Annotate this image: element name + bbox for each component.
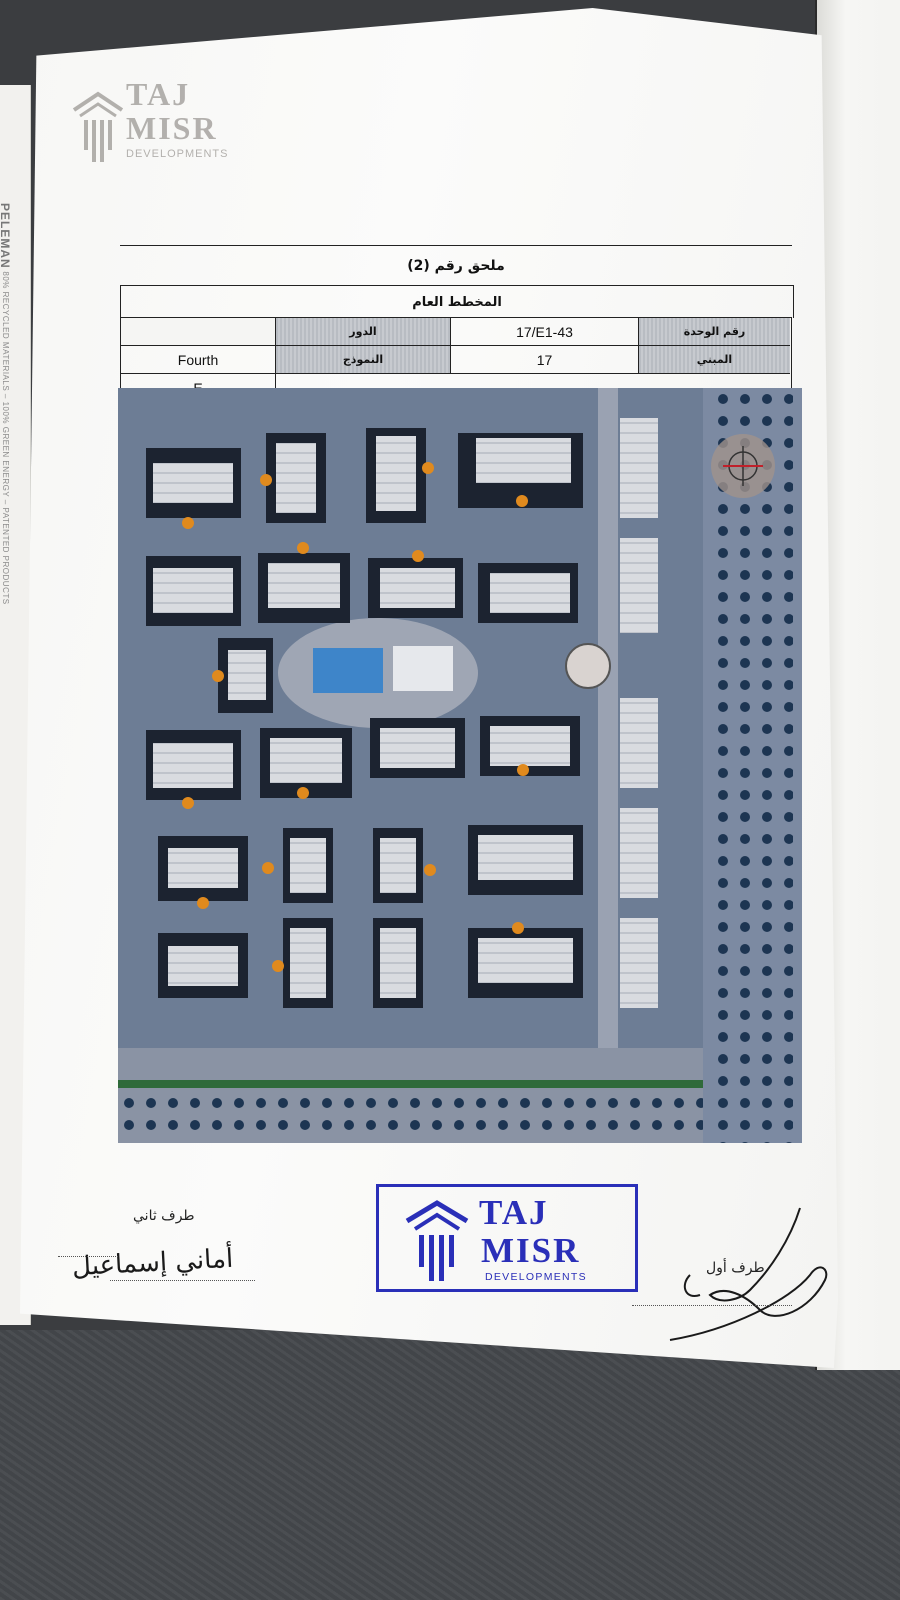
signature-line-second-a: [58, 1256, 118, 1257]
floor-value: Fourth: [121, 346, 276, 374]
spine-print: PELEMAN 80% RECYCLED MATERIALS – 100% GR…: [0, 203, 12, 623]
cell-empty: [121, 318, 276, 346]
brand-word-misr: MISR: [126, 110, 218, 146]
signature-line-second-b: [110, 1280, 255, 1281]
unit-number-value: 17/E1-43: [451, 318, 639, 346]
master-plan-title: المخطط العام: [120, 285, 794, 318]
carpet-background: [0, 1330, 900, 1600]
model-label: النموذج: [276, 346, 451, 374]
stamp-pillar-logo-icon: [405, 1200, 469, 1281]
master-plan-drawing: [118, 388, 802, 1143]
brand-word-developments: DEVELOPMENTS: [126, 148, 229, 160]
stamp-word-developments: DEVELOPMENTS: [485, 1271, 587, 1283]
spine-brand: PELEMAN: [0, 203, 12, 269]
brand-logo: TAJ MISR DEVELOPMENTS: [72, 78, 242, 178]
first-party-label: طرف أول: [706, 1260, 765, 1276]
building-value: 17: [451, 346, 639, 374]
master-plan-image: [118, 388, 802, 1143]
second-party-label: طرف ثاني: [133, 1208, 195, 1224]
building-label: المبني: [639, 346, 790, 374]
unit-number-label: رقم الوحدة: [639, 318, 790, 346]
stamp-word-misr: MISR: [481, 1231, 581, 1270]
floor-label: الدور: [276, 318, 451, 346]
unit-info-table: ملحق رقم (2) المخطط العام الدور 17/E1-43…: [120, 245, 794, 405]
first-party-signature: [669, 1207, 828, 1341]
annex-title: ملحق رقم (2): [120, 245, 792, 286]
company-stamp: TAJ MISR DEVELOPMENTS: [376, 1184, 638, 1292]
model-value: E: [121, 374, 276, 401]
brand-word-taj: TAJ: [126, 76, 191, 112]
pillar-logo-icon: [72, 91, 124, 162]
spine-fine-print: 80% RECYCLED MATERIALS – 100% GREEN ENER…: [1, 271, 10, 605]
stamp-word-taj: TAJ: [479, 1193, 549, 1232]
signature-line-first: [632, 1305, 792, 1306]
